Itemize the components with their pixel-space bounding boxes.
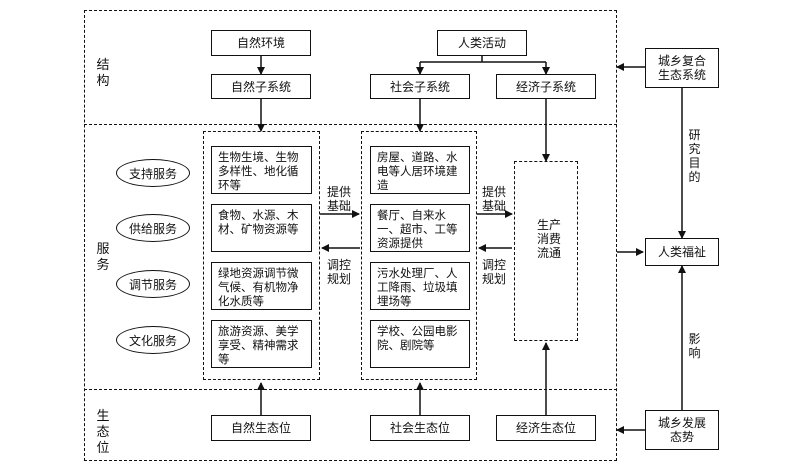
edge-label-provide-1: 提供基础 (327, 185, 352, 213)
services-block (203, 131, 320, 380)
natural-environment-box: 自然环境 (211, 30, 311, 56)
section-label-structure: 结构 (96, 58, 110, 89)
edge-label-regulate-2: 调控规划 (482, 258, 507, 286)
influence-label: 影响 (688, 332, 701, 360)
development-trend-box: 城乡发展态势 (645, 410, 719, 450)
service-cell-provisioning: 食物、水源、木材、矿物资源等 (211, 204, 312, 252)
edge-label-provide-2: 提供基础 (482, 185, 507, 213)
edge-label-regulate-1: 调控规划 (327, 258, 352, 286)
social-cell-infrastructure: 污水处理厂、人工降雨、垃圾填埋场等 (370, 262, 470, 310)
social-subsystem-box: 社会子系统 (370, 74, 470, 99)
service-oval-regulating: 调节服务 (116, 270, 190, 298)
natural-niche-box: 自然生态位 (211, 415, 311, 441)
human-welfare-box: 人类福祉 (645, 238, 719, 266)
service-oval-provisioning: 供给服务 (116, 214, 190, 242)
human-activity-box: 人类活动 (437, 30, 527, 56)
service-oval-cultural: 文化服务 (116, 326, 190, 354)
section-label-niche: 生态位 (96, 409, 110, 456)
section-divider-top (84, 124, 617, 125)
economic-subsystem-box: 经济子系统 (496, 74, 596, 99)
service-cell-regulating: 绿地资源调节微气候、有机物净化水质等 (211, 262, 312, 310)
flow-label: 生产消费流通 (536, 218, 561, 260)
service-cell-support: 生物生境、生物多样性、地化循环等 (211, 146, 312, 194)
flow-block (514, 161, 578, 341)
social-cell-housing: 房屋、道路、水电等人居环境建造 (370, 146, 470, 194)
service-oval-support: 支持服务 (116, 159, 190, 187)
social-cell-resources: 餐厅、自来水一、超市、工等资源提供 (370, 204, 470, 252)
research-purpose-label: 研究目的 (688, 128, 701, 184)
natural-subsystem-box: 自然子系统 (211, 74, 311, 99)
composite-ecosystem-box: 城乡复合生态系统 (645, 48, 719, 88)
section-divider-bottom (84, 389, 617, 390)
social-niche-box: 社会生态位 (370, 415, 470, 441)
social-block (361, 131, 477, 380)
service-cell-cultural: 旅游资源、美学享受、精神需求等 (211, 320, 312, 368)
section-label-service: 服务 (96, 242, 110, 273)
social-cell-public: 学校、公园电影院、剧院等 (370, 320, 470, 368)
outer-frame (84, 10, 617, 461)
economic-niche-box: 经济生态位 (496, 415, 596, 441)
